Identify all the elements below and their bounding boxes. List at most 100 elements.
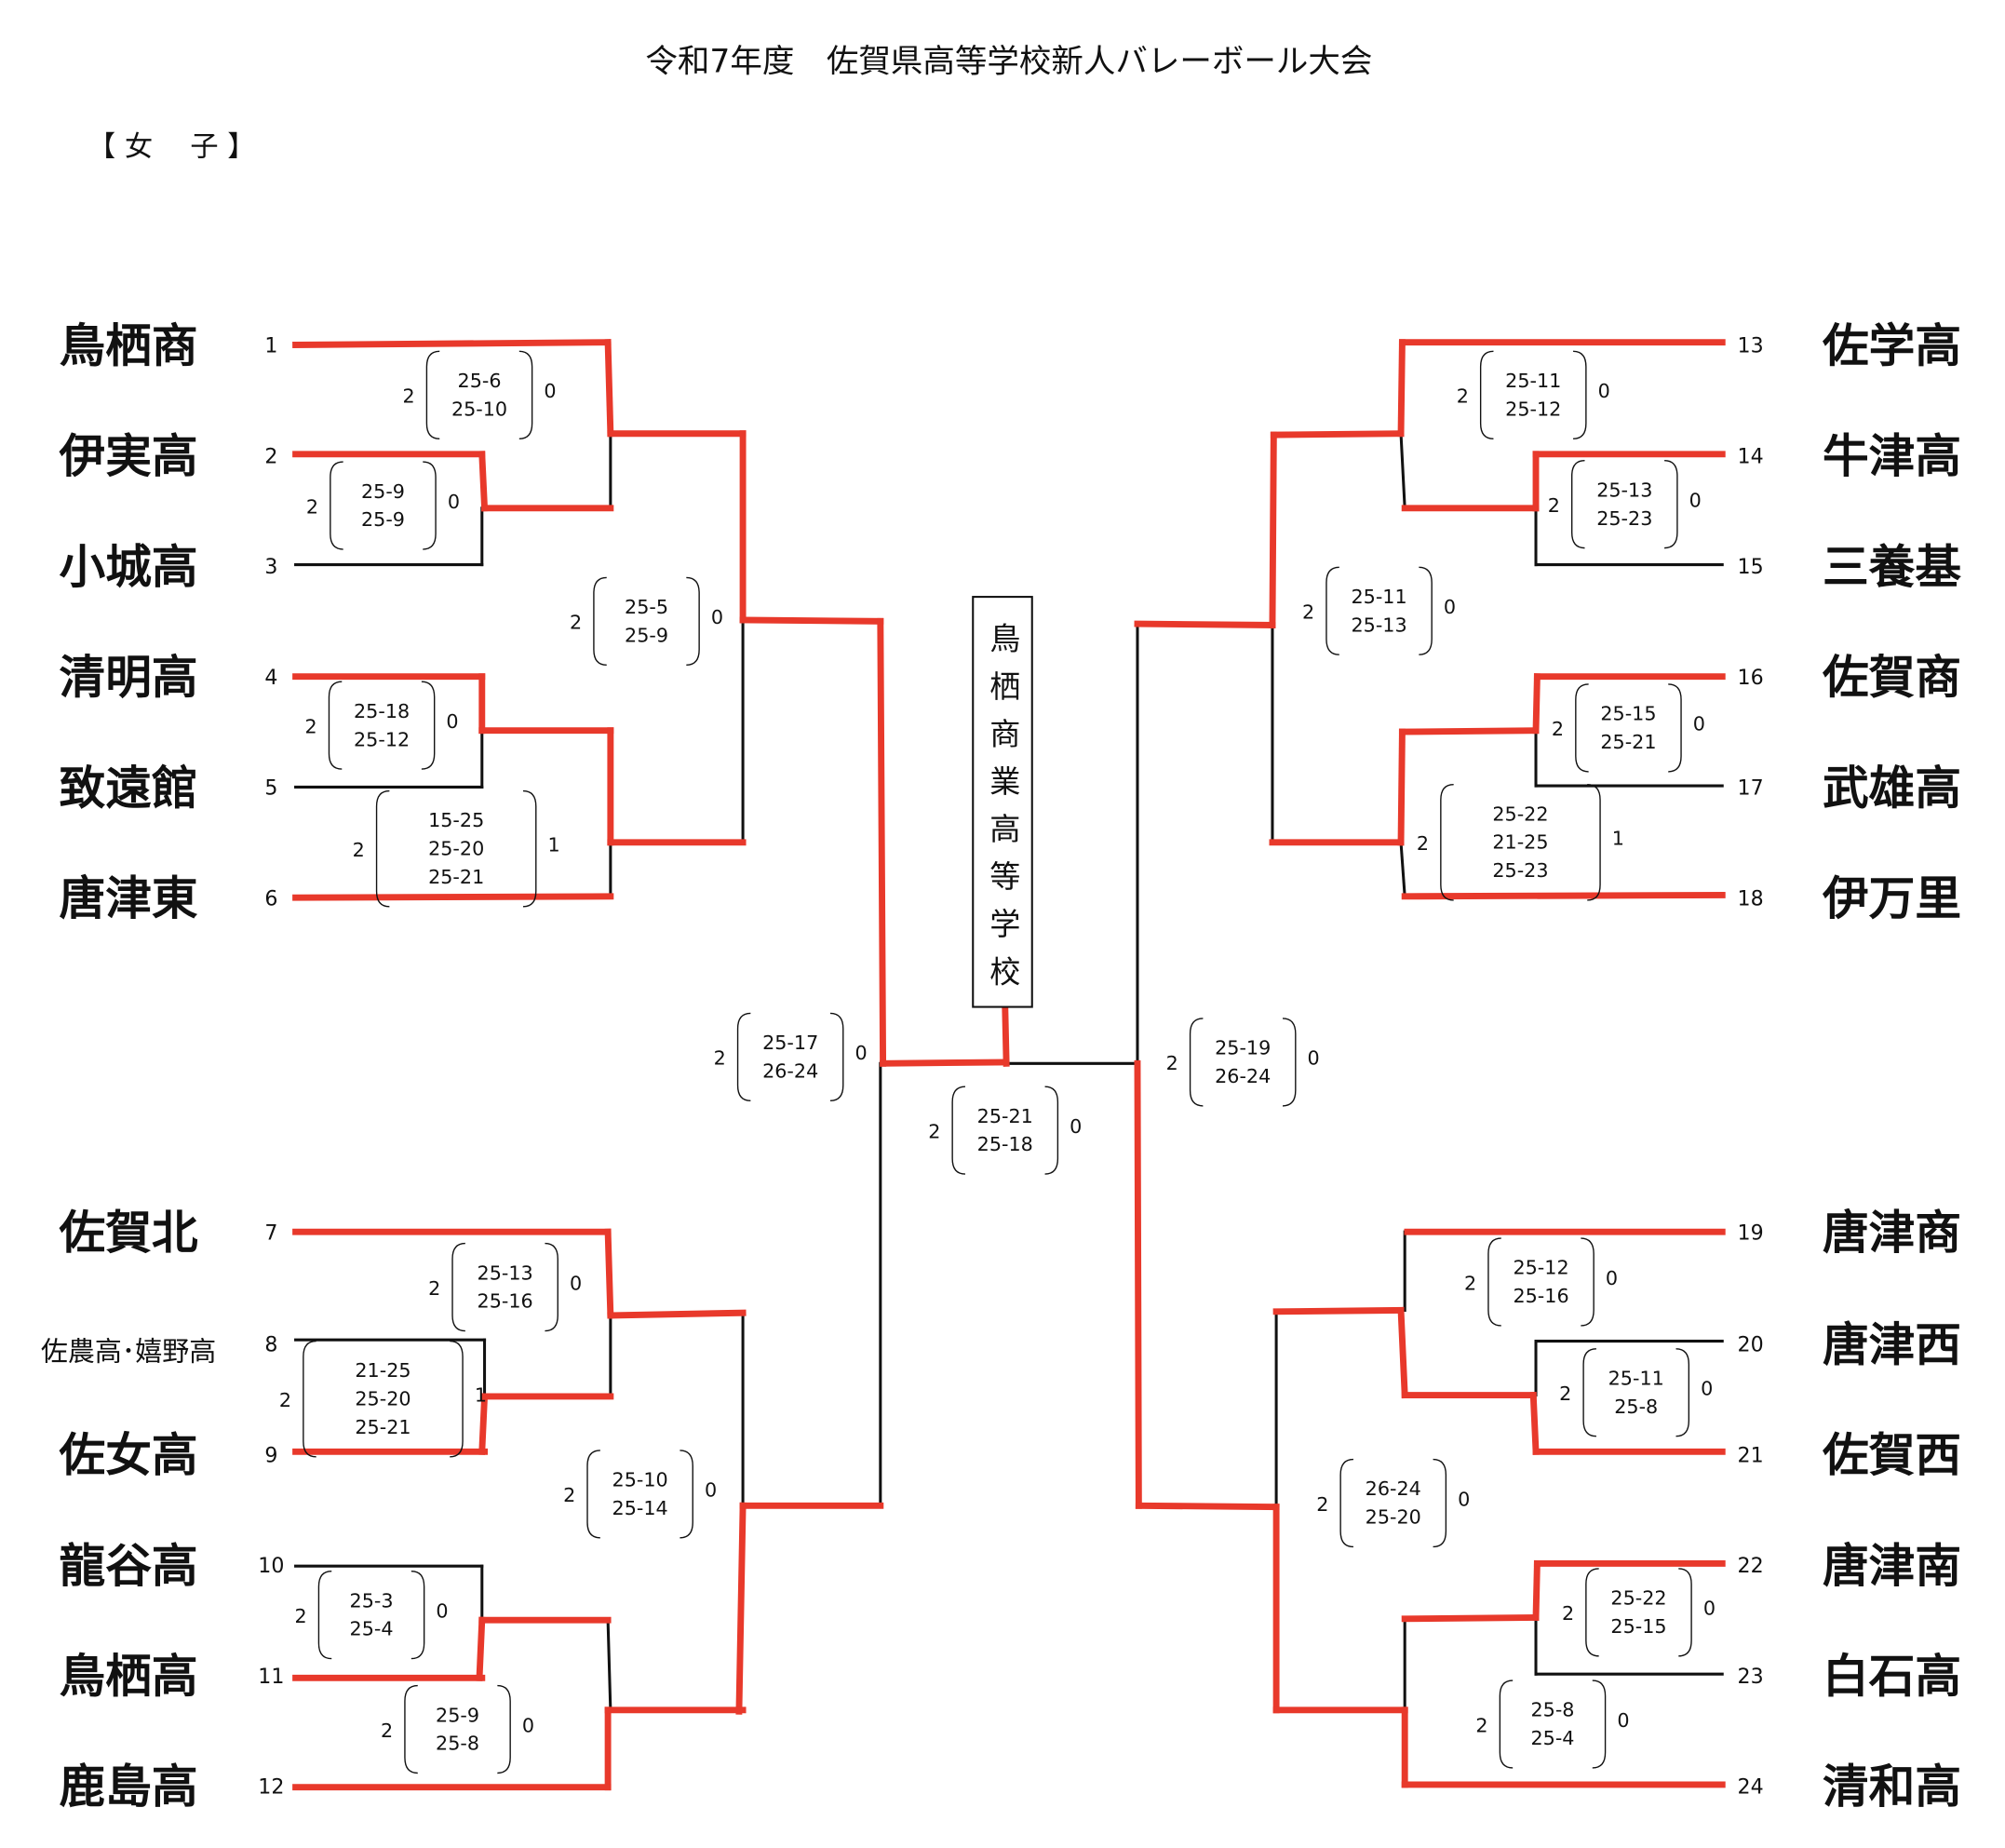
winner-path-line xyxy=(735,1502,747,1715)
team-entry: 牛津高 14 xyxy=(1738,429,1961,483)
winner-path-line xyxy=(1401,891,1726,900)
left-paren xyxy=(1325,566,1339,655)
winner-path-line xyxy=(604,339,614,438)
set-score: 25-3 xyxy=(350,1589,394,1612)
team-name: 伊実高 xyxy=(59,429,198,483)
left-paren xyxy=(1499,1679,1514,1769)
seed-number: 16 xyxy=(1738,666,1764,690)
set-score: 25-21 xyxy=(977,1105,1033,1127)
sets-lost: 0 xyxy=(1070,1115,1082,1138)
seed-number: 7 xyxy=(264,1221,277,1245)
seed-number: 8 xyxy=(264,1333,277,1357)
winner-path-line xyxy=(1135,1502,1280,1511)
seed-number: 10 xyxy=(258,1554,284,1578)
set-score: 25-12 xyxy=(354,728,410,750)
set-score: 25-9 xyxy=(361,508,405,531)
seed-number: 12 xyxy=(258,1775,284,1800)
team-name: 佐農高･嬉野高 xyxy=(41,1335,216,1367)
team-name: 牛津高 xyxy=(1823,429,1961,483)
set-score: 25-18 xyxy=(354,700,410,722)
team-name: 武雄高 xyxy=(1823,761,1961,815)
sets-lost: 0 xyxy=(1308,1047,1320,1070)
set-score: 25-8 xyxy=(436,1733,479,1755)
left-paren xyxy=(1585,1568,1599,1657)
sets-lost: 1 xyxy=(1612,828,1624,850)
set-score: 25-21 xyxy=(355,1416,410,1438)
sets-lost: 0 xyxy=(436,1599,448,1622)
sets-won: 2 xyxy=(1464,1272,1476,1294)
winner-path-line xyxy=(1270,430,1405,438)
sets-won: 2 xyxy=(1166,1052,1178,1074)
left-paren xyxy=(404,1684,418,1774)
winner-path-line xyxy=(1397,339,1406,438)
set-score: 26-24 xyxy=(762,1060,818,1083)
set-score: 25-8 xyxy=(1614,1396,1658,1418)
page-title: 令和7年度 佐賀県高等学校新人バレーボール大会 xyxy=(645,44,1372,81)
seed-number: 22 xyxy=(1738,1554,1764,1578)
seed-number: 21 xyxy=(1738,1443,1764,1467)
right-paren xyxy=(1282,1018,1297,1107)
sets-won: 2 xyxy=(428,1277,440,1300)
set-score: 25-9 xyxy=(625,624,668,646)
sets-lost: 1 xyxy=(475,1383,487,1406)
sets-lost: 0 xyxy=(711,606,723,628)
set-score: 25-13 xyxy=(1596,479,1652,501)
bracket-line xyxy=(1399,841,1406,898)
sets-won: 2 xyxy=(1457,385,1469,408)
set-score: 25-15 xyxy=(1610,1615,1666,1638)
bracket-line xyxy=(1399,432,1406,510)
sets-won: 2 xyxy=(1475,1714,1487,1736)
seed-number: 24 xyxy=(1738,1775,1764,1800)
seed-number: 20 xyxy=(1738,1333,1764,1357)
winner-path-line xyxy=(478,451,489,512)
sets-won: 2 xyxy=(563,1484,575,1506)
team-name: 小城高 xyxy=(60,540,198,594)
sets-lost: 0 xyxy=(522,1714,534,1736)
sets-lost: 0 xyxy=(1458,1488,1470,1510)
left-paren xyxy=(1189,1018,1204,1107)
team-name: 致遠館 xyxy=(60,761,198,815)
sets-won: 2 xyxy=(381,1720,393,1742)
right-paren xyxy=(518,350,533,439)
seed-number: 19 xyxy=(1738,1221,1764,1245)
set-score: 25-20 xyxy=(355,1388,410,1410)
set-score: 25-9 xyxy=(361,480,405,503)
right-paren xyxy=(450,1340,464,1458)
left-paren xyxy=(328,681,343,770)
seed-number: 2 xyxy=(264,444,277,468)
sets-won: 2 xyxy=(353,839,365,861)
right-paren xyxy=(1678,1568,1692,1657)
winner-path-line xyxy=(476,1616,486,1681)
right-paren xyxy=(421,681,436,770)
winner-path-line xyxy=(478,1393,489,1455)
left-paren xyxy=(1440,783,1454,901)
set-score: 25-19 xyxy=(1215,1037,1271,1059)
winner-path-line xyxy=(1272,1306,1405,1315)
champion-box: 鳥栖商業高等学校 xyxy=(972,596,1033,1008)
sets-won: 2 xyxy=(570,612,582,634)
set-score: 25-4 xyxy=(1530,1727,1574,1749)
sets-lost: 0 xyxy=(1606,1267,1618,1289)
team-name: 龍谷高 xyxy=(60,1539,198,1593)
bracket-lines xyxy=(292,339,1726,1791)
sets-lost: 0 xyxy=(1689,489,1702,511)
sets-won: 2 xyxy=(1559,1383,1571,1405)
seed-number: 14 xyxy=(1738,444,1764,468)
seed-number: 1 xyxy=(264,334,277,358)
